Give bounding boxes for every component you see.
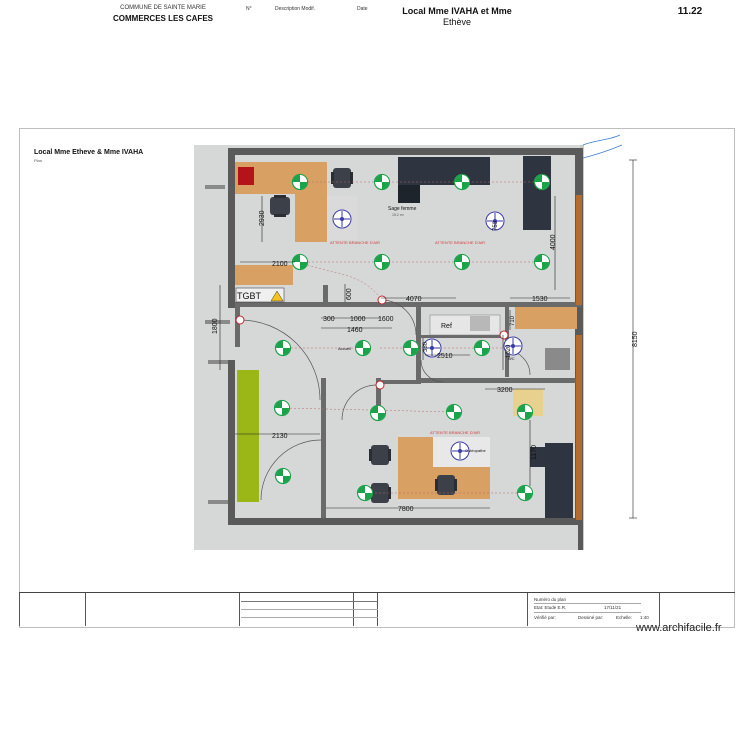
svg-text:1530: 1530 xyxy=(532,296,548,303)
project-label: COMMERCES LES CAFES xyxy=(112,14,213,23)
exterior-cladding xyxy=(576,195,582,520)
plan-number: 11.22 xyxy=(677,6,703,17)
svg-text:1170: 1170 xyxy=(531,445,538,460)
svg-text:3200: 3200 xyxy=(497,387,513,394)
col-date: Date xyxy=(357,6,368,12)
door-swings xyxy=(239,299,531,501)
svg-text:WC: WC xyxy=(508,356,515,361)
drawn-label: Dessiné par: xyxy=(578,615,604,620)
svg-text:Ostéopathe: Ostéopathe xyxy=(465,448,486,453)
left-exterior xyxy=(205,185,230,504)
svg-text:300: 300 xyxy=(323,316,335,323)
svg-text:Accueil: Accueil xyxy=(338,346,351,351)
plan-number-label: Numéro du plan xyxy=(534,597,567,602)
svg-text:7800: 7800 xyxy=(398,506,414,513)
dimension-lines xyxy=(219,159,637,519)
svg-text:380: 380 xyxy=(423,341,429,352)
svg-text:4000: 4000 xyxy=(550,234,557,250)
room-labels: Sage femme 15.2 m² Ref TGBT Accueil WC O… xyxy=(237,206,515,453)
svg-text:8150: 8150 xyxy=(632,331,639,347)
status-label: Etat: Etude E.R. xyxy=(534,605,567,610)
scale-label: Echelle: xyxy=(616,615,633,620)
drawing-subtitle: Plan xyxy=(34,158,43,163)
local-cell xyxy=(378,593,528,626)
svg-text:ATTENTE BRANCHE D'AIR: ATTENTE BRANCHE D'AIR xyxy=(435,240,485,245)
dimension-labels: 2930 2100 4000 600 4070 1530 1800 300 10… xyxy=(212,210,639,513)
hvac-line xyxy=(582,134,623,159)
meta-cell xyxy=(528,593,660,626)
svg-text:1020: 1020 xyxy=(506,344,512,358)
local-title: Local Mme IVAHA et Mme xyxy=(402,6,512,16)
svg-text:1600: 1600 xyxy=(378,316,394,323)
drawing-title: Local Mme Etheve & Mme IVAHA xyxy=(34,149,144,156)
svg-text:1800: 1800 xyxy=(212,318,219,334)
logo-cell xyxy=(19,593,86,626)
svg-text:710: 710 xyxy=(510,315,516,326)
commune-label: COMMUNE DE SAINTE MARIE xyxy=(120,5,206,11)
svg-text:2100: 2100 xyxy=(272,261,288,268)
svg-text:2130: 2130 xyxy=(272,433,288,440)
commune-cell xyxy=(86,593,240,626)
svg-text:4070: 4070 xyxy=(406,296,422,303)
svg-text:TGBT: TGBT xyxy=(237,291,262,301)
air-connection-notes: ATTENTE BRANCHE D'AIR ATTENTE BRANCHE D'… xyxy=(330,240,485,435)
verified-label: Vérifié par: xyxy=(534,615,556,620)
svg-text:Sage femme: Sage femme xyxy=(388,206,417,212)
title-block xyxy=(19,592,735,629)
svg-text:Ref: Ref xyxy=(441,323,452,330)
electrical-hazard-icon xyxy=(270,290,284,302)
local-title-2: Ethève xyxy=(442,17,472,27)
svg-text:1460: 1460 xyxy=(347,327,363,334)
wiring xyxy=(281,181,542,494)
date-value: 17/11/21 xyxy=(604,605,622,610)
col-number: N° xyxy=(246,6,252,12)
svg-text:2930: 2930 xyxy=(259,210,266,226)
outlets xyxy=(235,295,509,390)
col-description: Description Modif. xyxy=(275,6,316,12)
svg-text:750: 750 xyxy=(493,220,499,231)
svg-text:15.2 m²: 15.2 m² xyxy=(392,213,405,217)
svg-text:ATTENTE BRANCHE D'AIR: ATTENTE BRANCHE D'AIR xyxy=(330,240,380,245)
svg-text:2510: 2510 xyxy=(437,353,453,360)
scale-value: 1:40 xyxy=(640,615,649,620)
svg-text:ATTENTE BRANCHE D'AIR: ATTENTE BRANCHE D'AIR xyxy=(430,430,480,435)
watermark: www.archifacile.fr xyxy=(636,622,722,634)
svg-text:600: 600 xyxy=(346,288,353,300)
svg-text:1000: 1000 xyxy=(350,316,366,323)
